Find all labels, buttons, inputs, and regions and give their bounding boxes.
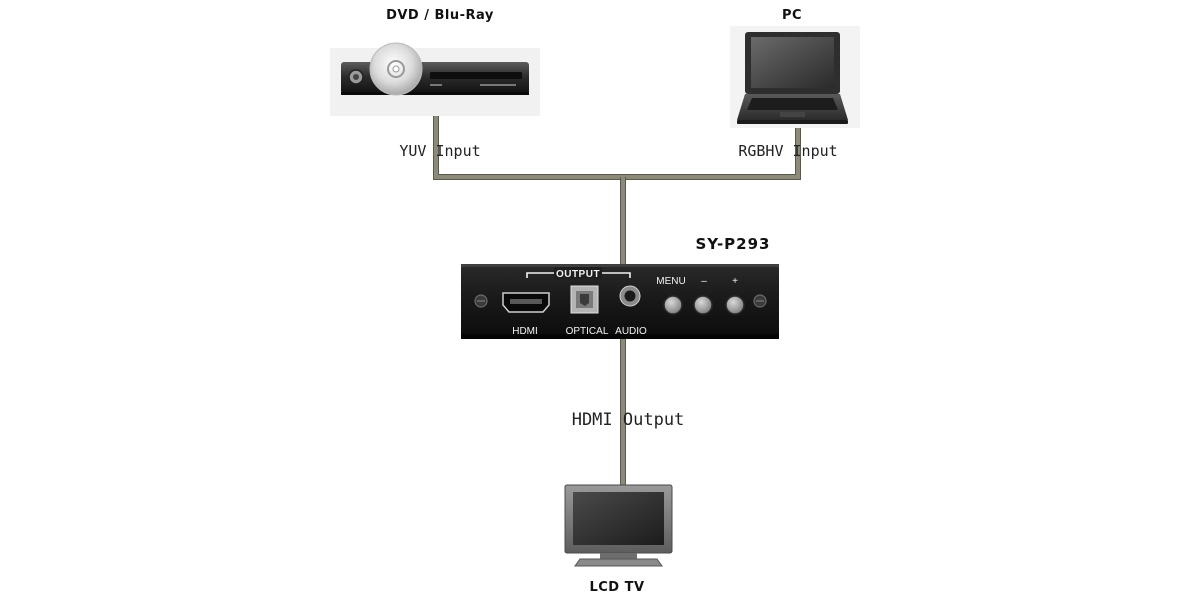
menu-button[interactable] [663, 295, 683, 315]
audio-jack-label: AUDIO [615, 326, 647, 337]
optical-port-label: OPTICAL [566, 326, 609, 337]
hdmi-port-label: HDMI [512, 326, 538, 337]
plus-button-label: + [732, 276, 738, 287]
input-cable [434, 98, 800, 179]
converter-body [461, 264, 779, 339]
minus-button[interactable] [693, 295, 713, 315]
dvd-tray-slot [430, 72, 522, 79]
menu-button-label: MENU [656, 276, 685, 287]
converter-box: SY-P293 OUTPUT HDMI OPTICAL AU [461, 235, 779, 339]
tv-screen [573, 492, 664, 545]
optical-port[interactable] [570, 285, 599, 314]
rgbhv-input-label: RGBHV Input [738, 142, 837, 160]
cables [433, 98, 801, 488]
hdmi-port[interactable] [502, 292, 550, 313]
keyboard-icon [747, 98, 838, 110]
lcd-tv: LCD TV [564, 484, 673, 595]
tv-neck [600, 553, 637, 559]
yuv-input-label: YUV Input [399, 142, 480, 160]
model-label: SY-P293 [696, 235, 771, 253]
minus-button-label: – [701, 276, 707, 287]
tv-stand [574, 558, 663, 567]
dvd-player: DVD / Blu-Ray [330, 8, 540, 116]
tv-label: LCD TV [589, 580, 644, 595]
pc-laptop: PC [730, 8, 860, 128]
dvd-label: DVD / Blu-Ray [386, 8, 494, 23]
output-group-label: OUTPUT [556, 269, 600, 280]
hdmi-output-label: HDMI Output [572, 410, 685, 430]
laptop-screen [751, 37, 834, 88]
pc-label: PC [782, 8, 802, 23]
audio-jack[interactable] [619, 285, 641, 307]
plus-button[interactable] [725, 295, 745, 315]
optical-port-icon [570, 285, 599, 314]
